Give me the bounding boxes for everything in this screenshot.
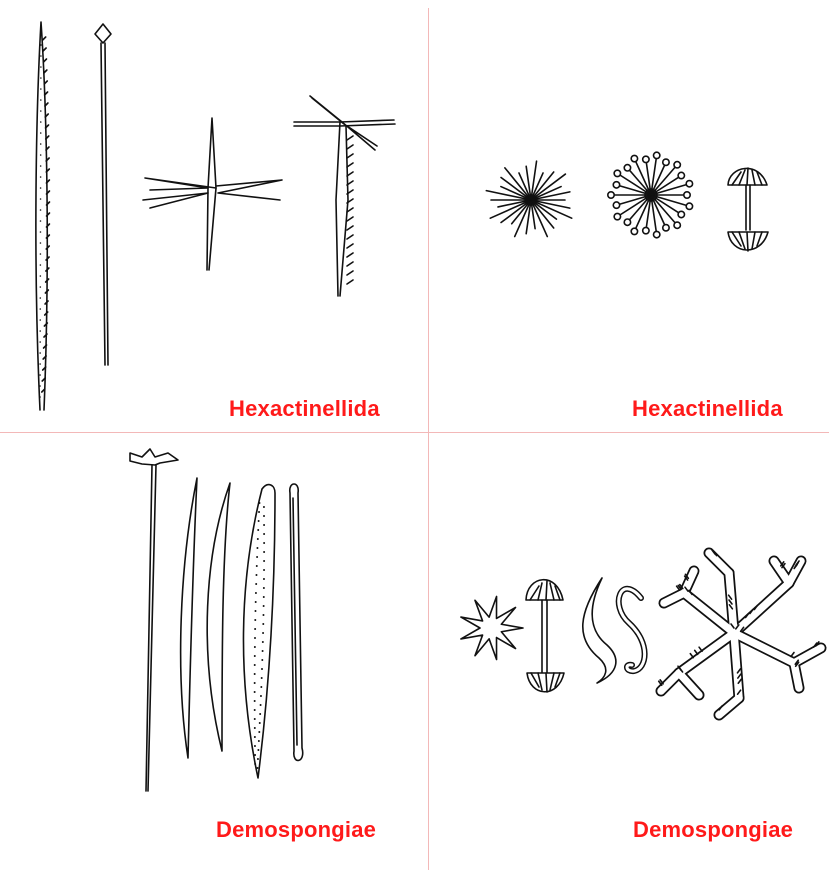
desma-spicule — [659, 550, 821, 715]
strongyle-spicule — [290, 484, 303, 760]
amphidisc-spicule — [728, 168, 768, 251]
panel-label-text: Hexactinellida — [229, 396, 380, 422]
panel-top-right: Hexactinellida — [429, 0, 829, 432]
pinule-spicule — [294, 96, 395, 296]
sigmaspire-spicule — [619, 589, 645, 671]
hexactine-spicule — [143, 118, 282, 270]
aster-spicule — [461, 596, 523, 659]
panel-bottom-left-drawing — [0, 433, 428, 870]
acanthoxea-spicule — [243, 485, 275, 778]
panel-top-left: Hexactinellida — [0, 0, 428, 432]
horizontal-divider — [0, 432, 829, 433]
panel-bottom-right-drawing — [429, 433, 829, 870]
panel-top-left-drawing — [0, 0, 428, 432]
panel-label-text: Hexactinellida — [632, 396, 783, 422]
spiny-oxea-spicule — [36, 22, 50, 410]
panel-bottom-left: Demospongiae — [0, 433, 428, 870]
discohexaster-spicule — [608, 152, 693, 238]
panel-bottom-right: Demospongiae — [429, 433, 829, 870]
tylostyle-spicule — [130, 449, 178, 791]
sigma-spicule — [583, 578, 616, 683]
panel-label-text: Demospongiae — [633, 817, 793, 843]
birotule-spicule — [526, 580, 564, 692]
vertical-divider — [428, 8, 429, 870]
oxyhexaster-spicule — [486, 161, 571, 236]
fusiform-oxea-spicule — [207, 483, 230, 751]
pinhead-spicule — [95, 24, 111, 365]
panel-label-text: Demospongiae — [216, 817, 376, 843]
curved-oxea-spicule — [181, 478, 197, 758]
panel-top-right-drawing — [429, 0, 829, 432]
